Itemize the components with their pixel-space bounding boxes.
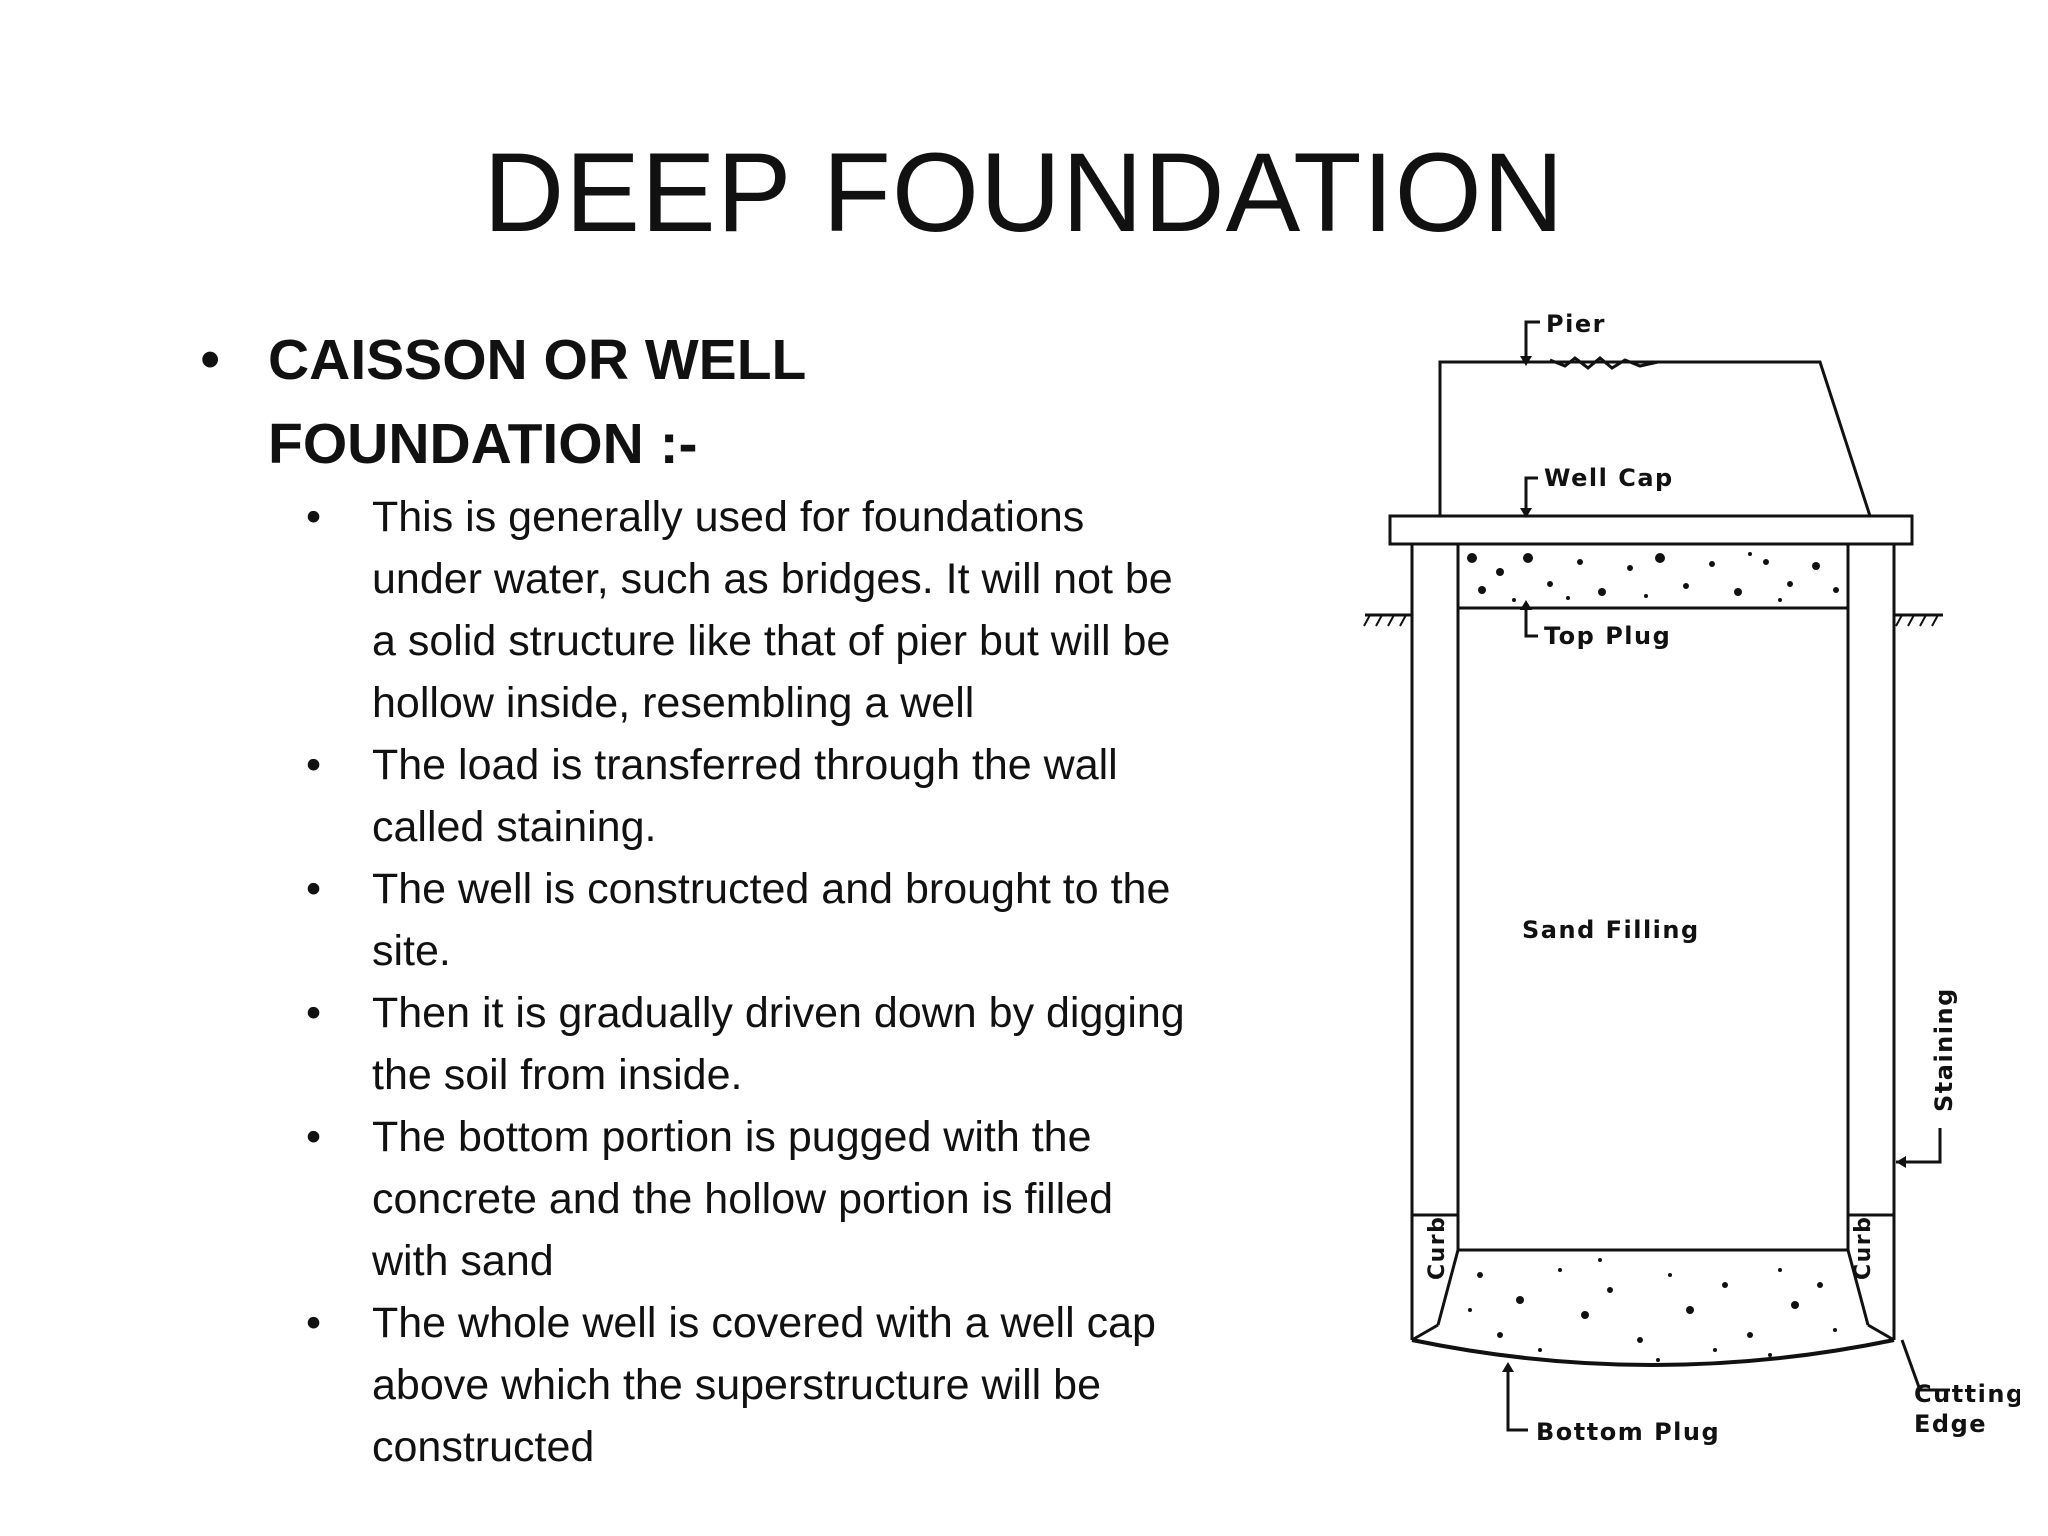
main-bullet-item: • CAISSON OR WELL FOUNDATION :- <box>200 318 1200 486</box>
bullet-icon: • <box>200 327 221 392</box>
bottom-plug-bottom <box>1411 1338 1895 1367</box>
staining-wall-left <box>1410 544 1460 1340</box>
list-item: • This is generally used for foundations … <box>306 486 1192 734</box>
pier-outline <box>1438 360 1872 517</box>
curb-right <box>1846 1213 1894 1326</box>
sub-bullet-list: • This is generally used for foundations … <box>200 486 1200 1478</box>
list-item: • The whole well is covered with a well c… <box>306 1292 1192 1478</box>
label-pier: Pier <box>1546 310 1606 338</box>
cutting-edge-right <box>1867 1323 1895 1342</box>
curb-left <box>1412 1213 1460 1326</box>
slide-title: DEEP FOUNDATION <box>483 130 1565 255</box>
bullet-icon: • <box>306 1299 322 1347</box>
well-cap <box>1388 514 1914 546</box>
bullet-icon: • <box>306 865 322 913</box>
list-item-text: The whole well is covered with a well ca… <box>372 1299 1156 1471</box>
list-item: • Then it is gradually driven down by dig… <box>306 982 1192 1106</box>
label-sand-filling: Sand Filling <box>1522 916 1700 944</box>
cutting-edge-leader <box>1900 1339 1950 1392</box>
cutting-edge-left <box>1411 1323 1439 1342</box>
pier-break-line <box>1549 356 1659 370</box>
bullet-icon: • <box>306 493 322 541</box>
list-item-text: The bottom portion is pugged with the co… <box>372 1113 1113 1285</box>
well-foundation-diagram: Pier Well Cap Top Plug Sand Filling Stai… <box>1363 310 2020 1446</box>
bullet-icon: • <box>306 989 322 1037</box>
list-item-text: The load is transferred through the wall… <box>372 741 1118 851</box>
list-item: • The well is constructed and brought to … <box>306 858 1192 982</box>
list-item: • The load is transferred through the wal… <box>306 734 1192 858</box>
label-curb-right: Curb <box>1851 1216 1876 1280</box>
label-cutting-edge-line1: Cutting <box>1914 1380 2020 1408</box>
list-item-text: The well is constructed and brought to t… <box>372 865 1171 975</box>
staining-wall-right <box>1846 544 1896 1340</box>
label-cutting-edge-line2: Edge <box>1914 1410 1987 1438</box>
label-top-plug: Top Plug <box>1544 622 1671 650</box>
label-bottom-plug: Bottom Plug <box>1536 1418 1720 1446</box>
label-curb-left: Curb <box>1425 1216 1450 1280</box>
list-item: • The bottom portion is pugged with the c… <box>306 1106 1192 1292</box>
bullet-icon: • <box>306 1113 322 1161</box>
list-item-text: Then it is gradually driven down by digg… <box>372 989 1185 1099</box>
label-well-cap: Well Cap <box>1544 464 1674 492</box>
list-item-text: This is generally used for foundations u… <box>372 493 1173 727</box>
staining-leader <box>1896 1128 1942 1164</box>
top-plug-leader <box>1524 606 1538 638</box>
bullet-icon: • <box>306 741 322 789</box>
label-staining: Staining <box>1930 987 1958 1112</box>
top-plug <box>1456 542 1850 610</box>
content-area: • CAISSON OR WELL FOUNDATION :- • This is… <box>200 318 1200 1478</box>
section-heading: CAISSON OR WELL FOUNDATION :- <box>268 328 806 476</box>
bottom-plug-leader <box>1506 1370 1528 1432</box>
pier-leader <box>1524 320 1540 360</box>
well-cap-leader <box>1524 476 1538 514</box>
